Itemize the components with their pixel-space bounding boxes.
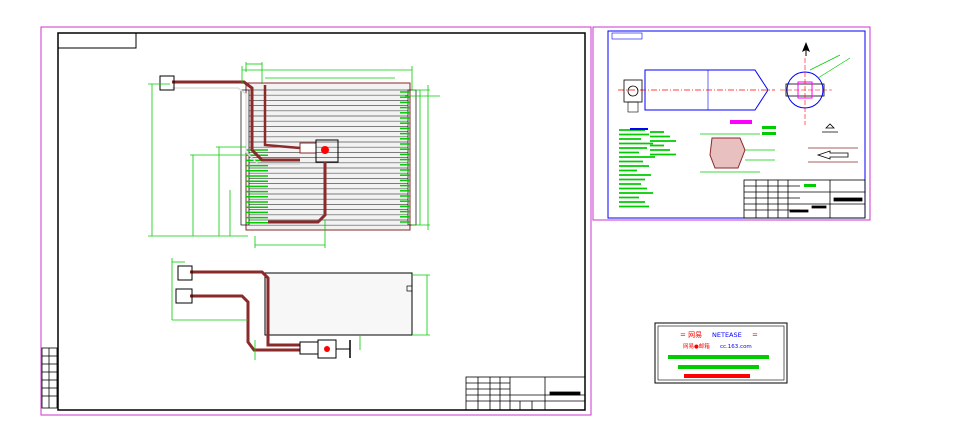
right-title-block [743,179,866,219]
left-drawing-sheet[interactable] [40,26,592,416]
right-sheet-corner-label [611,32,643,40]
banner-red-bar [684,374,750,378]
section-mark [822,123,838,133]
evaporator-front-view [159,75,417,231]
netease-banner[interactable]: = 网易 NETEASE = 网易●邮箱 cc.163.com [654,322,788,384]
section-detail-view [700,120,776,173]
right-drawing-sheet[interactable] [592,26,871,221]
evaporator-side-view [175,265,413,359]
right-sheet-frame [607,30,866,219]
drier-end-view [780,54,851,125]
left-sheet-corner-label-box [57,32,137,49]
banner-green-bar-2 [678,365,759,369]
drier-body-view [618,69,775,113]
left-sheet-border [40,26,592,416]
banner-inner-frame [657,325,785,381]
left-margin-strip [41,347,58,409]
front-view-dimensions [148,62,440,248]
flow-arrow-detail [808,147,858,163]
banner-title-left: = 网易 [680,331,702,339]
banner-green-bar-1 [668,355,769,359]
right-sheet-border [592,26,871,221]
note-highlight [630,128,648,130]
north-arrow-icon [802,42,810,56]
left-sheet-frame [57,32,586,411]
banner-subtitle-right: cc.163.com [720,344,752,350]
side-view-dimensions [171,258,430,360]
banner-title-right: = [752,331,758,339]
banner-title-brand: NETEASE [712,331,742,339]
left-title-block [465,376,586,411]
banner-outer-frame [654,322,788,384]
technical-notes-text [619,129,676,208]
core-fin-lines [249,89,408,226]
core-right-tick-marks [400,91,410,223]
banner-subtitle-left: 网易●邮箱 [683,342,710,350]
